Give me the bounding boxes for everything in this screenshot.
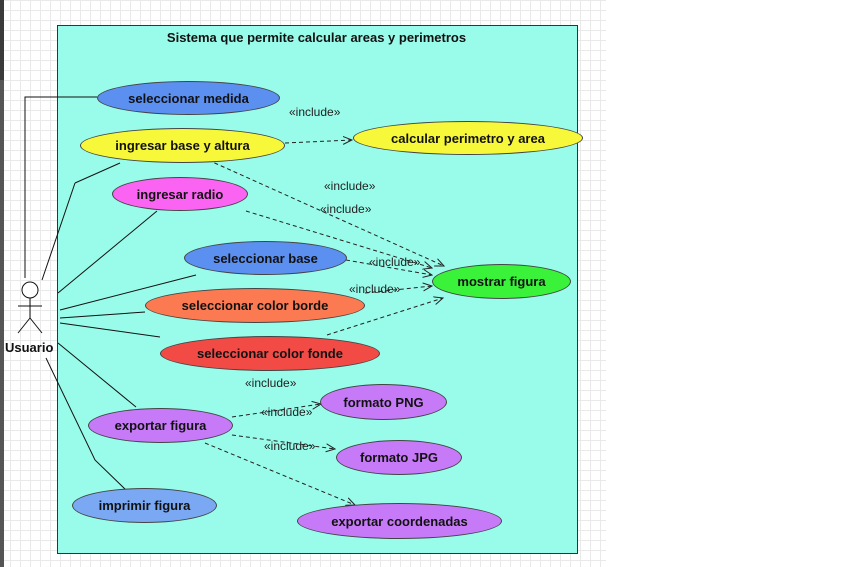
usecase-label: ingresar base y altura xyxy=(115,138,250,153)
usecase-label: formato PNG xyxy=(343,394,424,410)
usecase-seleccionar-base[interactable]: seleccionar base xyxy=(184,241,347,275)
assoc-seleccionar-medida[interactable] xyxy=(24,96,97,278)
assoc-ingresar-base-altura-b[interactable] xyxy=(74,162,121,184)
usecase-label: seleccionar color borde xyxy=(181,298,329,313)
usecase-label: exportar figura xyxy=(114,418,207,433)
assoc-ingresar-base-altura[interactable] xyxy=(41,182,76,281)
include-base-altura-mostrar[interactable] xyxy=(207,159,444,266)
usecase-label: seleccionar color fonde xyxy=(197,346,343,361)
usecase-label: seleccionar medida xyxy=(128,90,249,106)
usecase-label: mostrar figura xyxy=(457,274,546,289)
include-label: «include» xyxy=(245,376,297,390)
usecase-label: ingresar radio xyxy=(136,186,224,202)
assoc-imprimir-figura[interactable] xyxy=(45,357,127,491)
usecase-ingresar-base-altura[interactable]: ingresar base y altura xyxy=(80,128,285,163)
include-exportar-jpg[interactable] xyxy=(231,434,335,449)
usecase-mostrar-figura[interactable]: mostrar figura xyxy=(432,264,571,299)
usecase-imprimir-figura[interactable]: imprimir figura xyxy=(72,488,217,523)
include-label: «include» xyxy=(289,105,341,119)
assoc-exportar-figura[interactable] xyxy=(57,342,137,408)
include-exportar-png[interactable] xyxy=(231,404,321,418)
assoc-seleccionar-base[interactable] xyxy=(59,274,197,311)
usecase-seleccionar-color-borde[interactable]: seleccionar color borde xyxy=(145,288,365,323)
system-title: Sistema que permite calcular areas y per… xyxy=(166,30,467,45)
include-label: «include» xyxy=(324,179,376,193)
include-label: «include» xyxy=(264,439,316,453)
usecase-label: formato JPG xyxy=(359,450,438,465)
usecase-exportar-coordenadas[interactable]: exportar coordenadas xyxy=(297,503,502,539)
assoc-ingresar-radio[interactable] xyxy=(57,210,158,294)
include-base-altura-calcular[interactable] xyxy=(284,140,352,143)
usecase-label: seleccionar base xyxy=(213,250,318,266)
assoc-color-fonde[interactable] xyxy=(59,322,161,338)
usecase-label: exportar coordenadas xyxy=(331,513,468,529)
usecase-formato-jpg[interactable]: formato JPG xyxy=(336,440,462,475)
usecase-label: calcular perimetro y area xyxy=(391,130,545,146)
usecase-seleccionar-medida[interactable]: seleccionar medida xyxy=(97,81,280,115)
include-radio-mostrar[interactable] xyxy=(245,210,432,268)
include-label: «include» xyxy=(369,255,421,269)
actor-name: Usuario xyxy=(5,340,54,355)
assoc-color-borde[interactable] xyxy=(59,311,146,319)
actor-head xyxy=(21,281,39,299)
usecase-formato-png[interactable]: formato PNG xyxy=(320,384,447,420)
include-exportar-coordenadas[interactable] xyxy=(204,442,355,505)
usecase-seleccionar-color-fonde[interactable]: seleccionar color fonde xyxy=(160,336,380,371)
left-edge-strip xyxy=(0,0,4,567)
usecase-label: imprimir figura xyxy=(98,498,191,513)
actor-figure[interactable] xyxy=(17,281,43,334)
include-label: «include» xyxy=(349,282,401,296)
usecase-exportar-figura[interactable]: exportar figura xyxy=(88,408,233,443)
include-base-mostrar[interactable] xyxy=(345,259,432,275)
usecase-calcular-perimetro-area[interactable]: calcular perimetro y area xyxy=(353,121,583,155)
include-borde-mostrar[interactable] xyxy=(364,286,432,294)
include-label: «include» xyxy=(261,405,313,419)
include-label: «include» xyxy=(320,202,372,216)
include-fonde-mostrar[interactable] xyxy=(326,298,443,336)
usecase-ingresar-radio[interactable]: ingresar radio xyxy=(112,177,248,211)
